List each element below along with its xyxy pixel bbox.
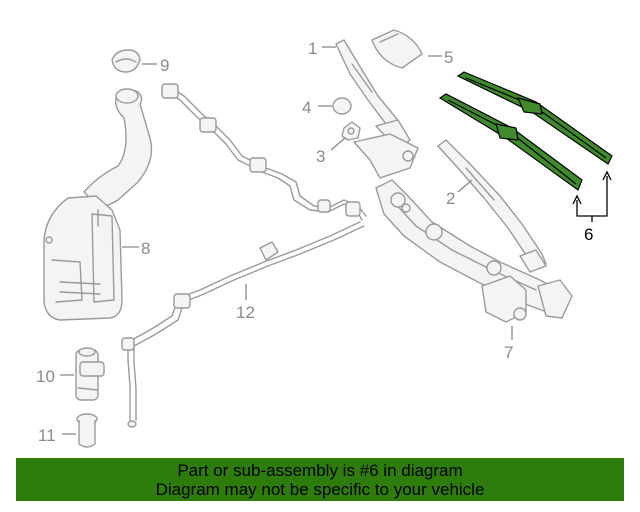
callout-3: 3 xyxy=(316,147,325,166)
callout-2: 2 xyxy=(446,189,455,208)
callout-5: 5 xyxy=(444,48,453,67)
part-6-wiper-blades xyxy=(438,71,613,191)
part-4-nut-cover xyxy=(332,97,352,115)
info-banner-line-1: Part or sub-assembly is #6 in diagram xyxy=(177,461,463,480)
part-8-washer-reservoir xyxy=(43,88,153,321)
part-10-washer-pump xyxy=(75,347,105,401)
callout-6-arrow-right xyxy=(602,170,612,181)
linkage-arm-upper xyxy=(353,133,419,179)
callout-8: 8 xyxy=(141,239,150,258)
callout-2-leader xyxy=(457,179,473,193)
part-3-nut xyxy=(341,121,361,141)
callout-10: 10 xyxy=(36,367,55,386)
info-banner: Part or sub-assembly is #6 in diagram Di… xyxy=(16,458,624,501)
part-9-filler-cap xyxy=(111,49,141,73)
callout-11: 11 xyxy=(38,426,56,445)
part-12-washer-hose xyxy=(121,221,365,428)
info-banner-line-2: Diagram may not be specific to your vehi… xyxy=(155,480,485,499)
parts-diagram: 9 8 10 11 xyxy=(36,29,613,448)
callout-6-arrow-left xyxy=(572,194,582,205)
callout-3-leader xyxy=(330,137,346,151)
callout-4: 4 xyxy=(302,98,311,117)
washer-hose-upper xyxy=(161,83,367,221)
part-7-wiper-motor-linkage xyxy=(375,179,573,323)
callout-1: 1 xyxy=(308,39,317,58)
part-5-arm-cap xyxy=(371,29,423,69)
callout-9: 9 xyxy=(160,56,169,75)
callout-7: 7 xyxy=(504,343,513,362)
callout-6: 6 xyxy=(584,225,593,244)
callout-12: 12 xyxy=(236,303,255,322)
part-2-wiper-arm xyxy=(437,139,547,273)
part-11-grommet xyxy=(76,413,98,448)
